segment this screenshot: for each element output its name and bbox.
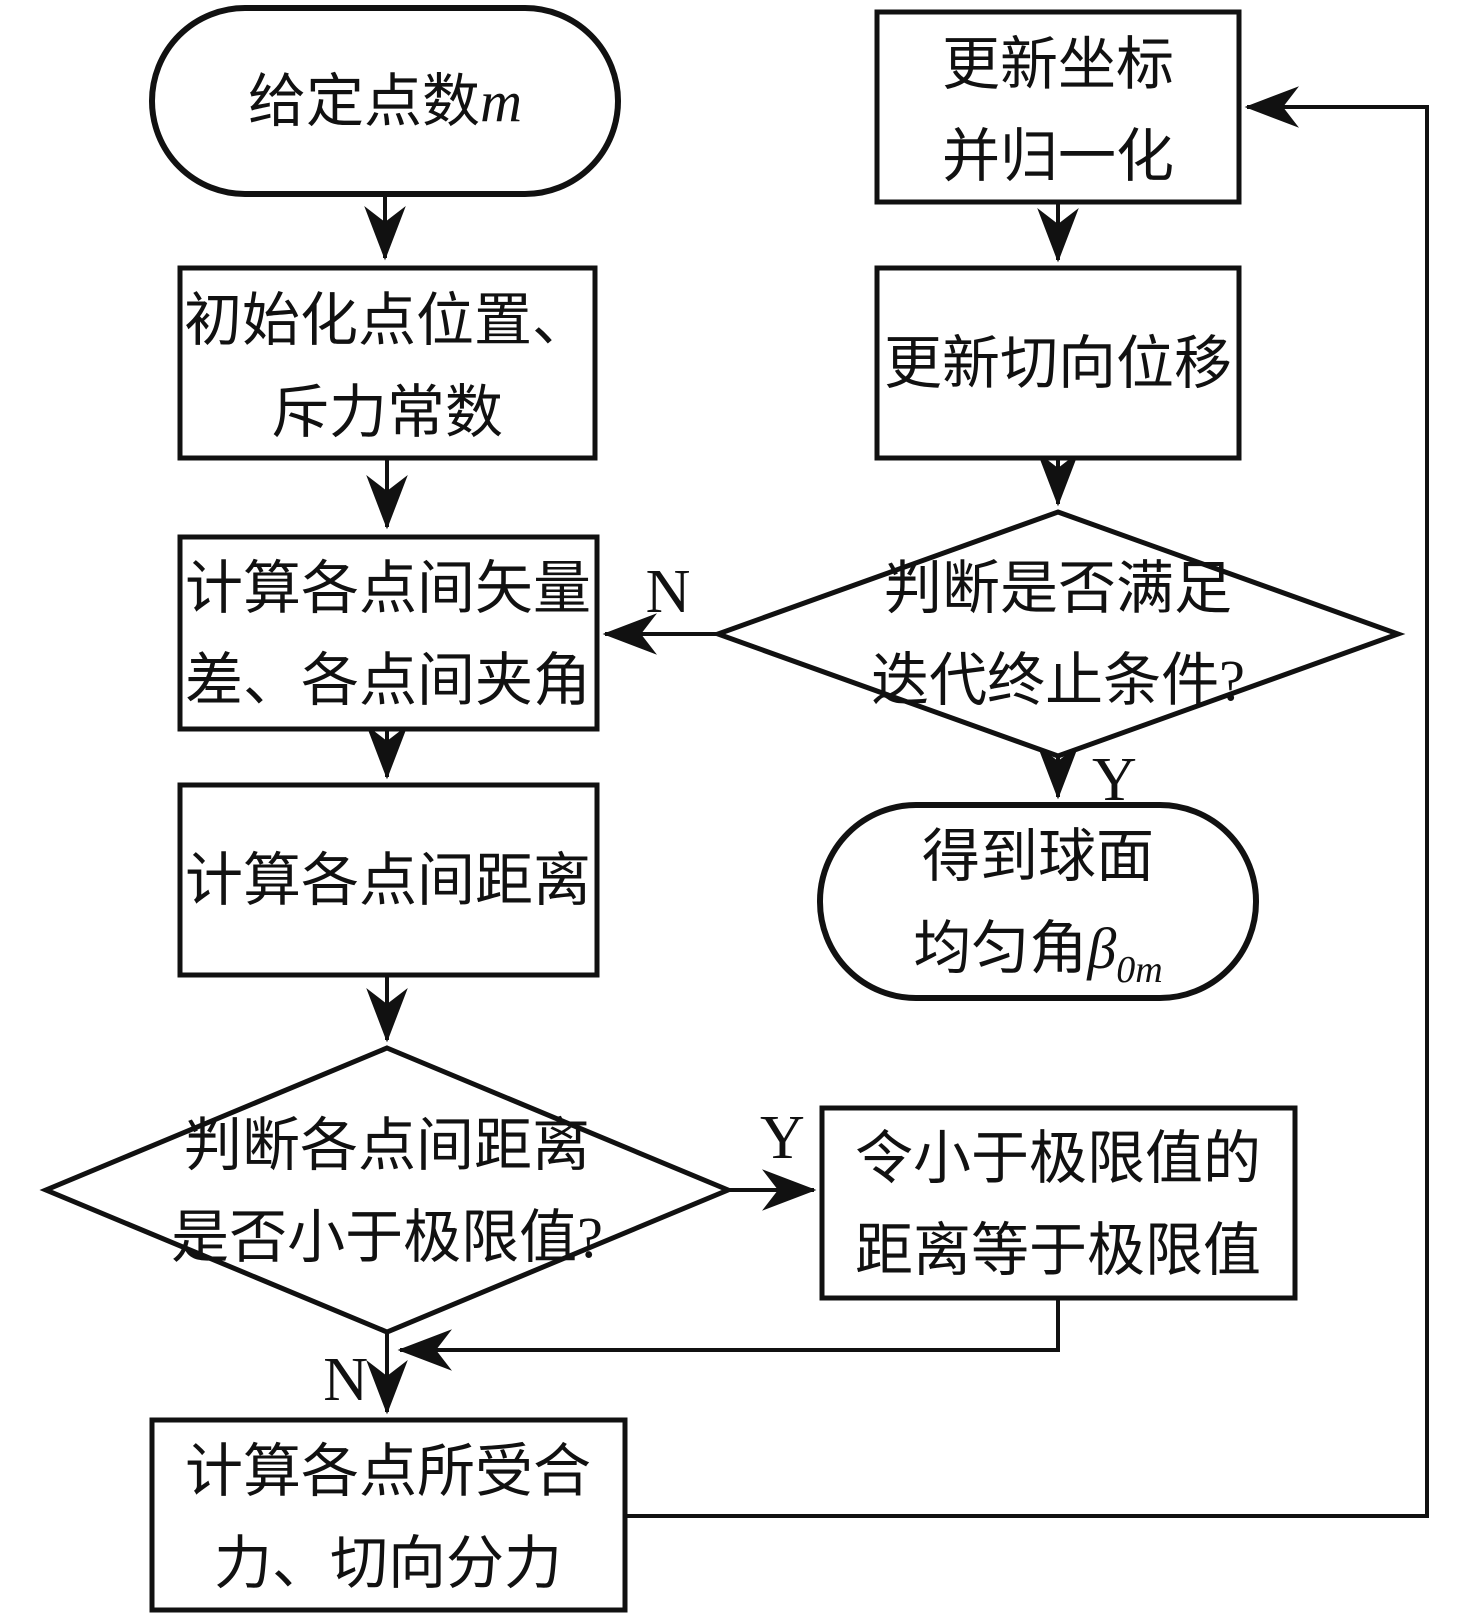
result-line2: 均匀角β0m — [913, 916, 1162, 991]
compute-vectors-shape — [177, 534, 600, 732]
node-distance-check: 判断各点间距离 是否小于极限值? — [39, 1045, 735, 1335]
label-distance-check-no: N — [323, 1346, 368, 1414]
start-label: 给定点数m — [248, 69, 522, 134]
compute-forces-line1: 计算各点所受合 — [185, 1439, 591, 1504]
start-shape — [149, 5, 621, 197]
stop-check-line2: 迭代终止条件? — [871, 648, 1245, 713]
clamp-distances-line2: 距离等于极限值 — [855, 1218, 1261, 1283]
node-result: 得到球面 均匀角β0m — [817, 802, 1259, 1001]
node-start: 给定点数m — [149, 5, 621, 197]
distance-check-line2: 是否小于极限值? — [171, 1205, 603, 1270]
node-update-tangent: 更新切向位移 — [874, 265, 1242, 461]
compute-distances-label: 计算各点间距离 — [185, 848, 591, 913]
distance-check-shape — [39, 1045, 735, 1335]
result-shape — [817, 802, 1259, 1001]
compute-vectors-line2: 差、各点间夹角 — [185, 648, 591, 713]
init-label-line1: 初始化点位置、 — [184, 288, 590, 353]
compute-distances-shape — [177, 782, 600, 978]
node-clamp-distances: 令小于极限值的 距离等于极限值 — [819, 1105, 1298, 1301]
init-shape — [177, 265, 598, 461]
compute-forces-shape — [149, 1417, 628, 1613]
result-line1: 得到球面 — [922, 824, 1154, 889]
compute-forces-line2: 力、切向分力 — [214, 1531, 562, 1596]
update-coords-line1: 更新坐标 — [942, 32, 1174, 97]
node-compute-forces: 计算各点所受合 力、切向分力 — [149, 1417, 628, 1613]
node-stop-check: 判断是否满足 迭代终止条件? — [710, 509, 1406, 759]
stop-check-shape — [710, 509, 1406, 759]
edge-clamp-to-join — [397, 1298, 1060, 1371]
node-update-coords: 更新坐标 并归一化 — [874, 9, 1242, 205]
node-compute-distances: 计算各点间距离 — [177, 782, 600, 978]
update-tangent-shape — [874, 265, 1242, 461]
update-coords-shape — [874, 9, 1242, 205]
clamp-distances-line1: 令小于极限值的 — [855, 1126, 1261, 1191]
label-distance-check-yes: Y — [760, 1104, 805, 1172]
node-compute-vectors: 计算各点间矢量 差、各点间夹角 — [177, 534, 600, 732]
update-coords-line2: 并归一化 — [942, 124, 1174, 189]
update-tangent-label: 更新切向位移 — [884, 331, 1232, 396]
init-label-line2: 斥力常数 — [271, 380, 503, 445]
clamp-distances-shape — [819, 1105, 1298, 1301]
node-init: 初始化点位置、 斥力常数 — [177, 265, 598, 461]
compute-vectors-line1: 计算各点间矢量 — [185, 556, 591, 621]
stop-check-line1: 判断是否满足 — [884, 556, 1232, 621]
distance-check-line1: 判断各点间距离 — [184, 1113, 590, 1178]
label-stop-check-no: N — [646, 558, 691, 626]
edge-forces-feedback-to-update-coords — [625, 86, 1429, 1518]
